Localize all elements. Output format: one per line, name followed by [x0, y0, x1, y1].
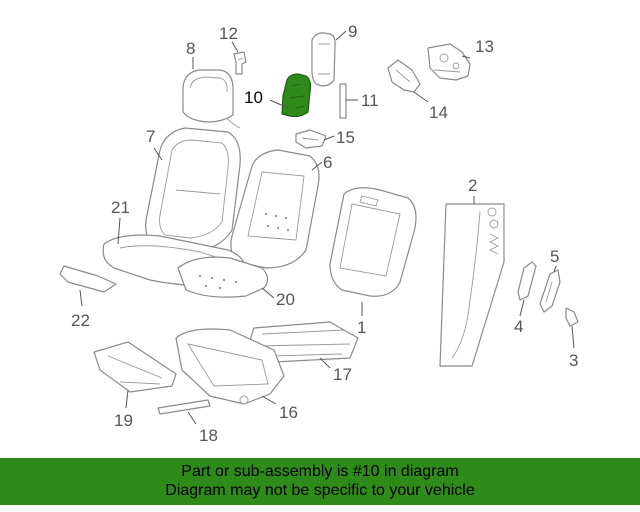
seat-parts-diagram: 8 12 9 10 11 13 14 15 7 6 21 20 22 1 2 4… — [59, 22, 579, 445]
callout-22: 22 — [71, 311, 90, 330]
strip-part-11 — [339, 83, 347, 119]
bracket-part-15 — [295, 129, 327, 149]
callout-16: 16 — [279, 403, 298, 422]
headrest-part — [182, 69, 241, 129]
callout-5: 5 — [550, 247, 559, 266]
callout-14: 14 — [429, 103, 448, 122]
callout-17: 17 — [333, 365, 352, 384]
callout-9: 9 — [348, 22, 357, 41]
leader-lines — [79, 30, 575, 425]
callout-19: 19 — [114, 411, 133, 430]
callout-2: 2 — [468, 176, 477, 195]
callout-11: 11 — [361, 91, 379, 110]
rod-part-18 — [157, 399, 211, 415]
clip-part-3 — [565, 307, 579, 327]
callout-1: 1 — [357, 318, 366, 337]
info-banner: Part or sub-assembly is #10 in diagram D… — [0, 458, 640, 505]
callout-20: 20 — [276, 290, 295, 309]
cover-cap-part — [311, 32, 336, 87]
trim-part-14 — [387, 59, 421, 93]
banner-line-1: Part or sub-assembly is #10 in diagram — [181, 463, 459, 480]
callout-6: 6 — [323, 153, 332, 172]
callout-18: 18 — [199, 426, 218, 445]
seat-back-shell-part-1 — [329, 187, 417, 297]
callout-8: 8 — [186, 39, 195, 58]
panel-part-22 — [59, 265, 117, 293]
callout-4: 4 — [514, 317, 523, 336]
backrest-pad-part-6 — [230, 149, 320, 269]
callout-12: 12 — [219, 24, 238, 43]
base-tray-part-19 — [93, 341, 177, 393]
callout-13: 13 — [475, 37, 494, 56]
callout-7: 7 — [146, 127, 155, 146]
callout-3: 3 — [569, 351, 578, 370]
seat-frame-part-16 — [175, 328, 285, 405]
clip-part-12 — [233, 51, 247, 75]
highlighted-part-10 — [281, 73, 312, 118]
cable-part-2 — [439, 203, 505, 367]
lever-part-4 — [517, 261, 537, 301]
callout-15: 15 — [336, 128, 355, 147]
backrest-cover-part-7 — [145, 127, 241, 253]
seat-pad-part-20 — [177, 256, 269, 298]
bracket-part-13 — [427, 43, 471, 81]
callout-21: 21 — [111, 198, 130, 217]
callout-10: 10 — [244, 88, 263, 107]
banner-line-2: Diagram may not be specific to your vehi… — [165, 482, 475, 499]
cover-part-5 — [539, 269, 561, 313]
